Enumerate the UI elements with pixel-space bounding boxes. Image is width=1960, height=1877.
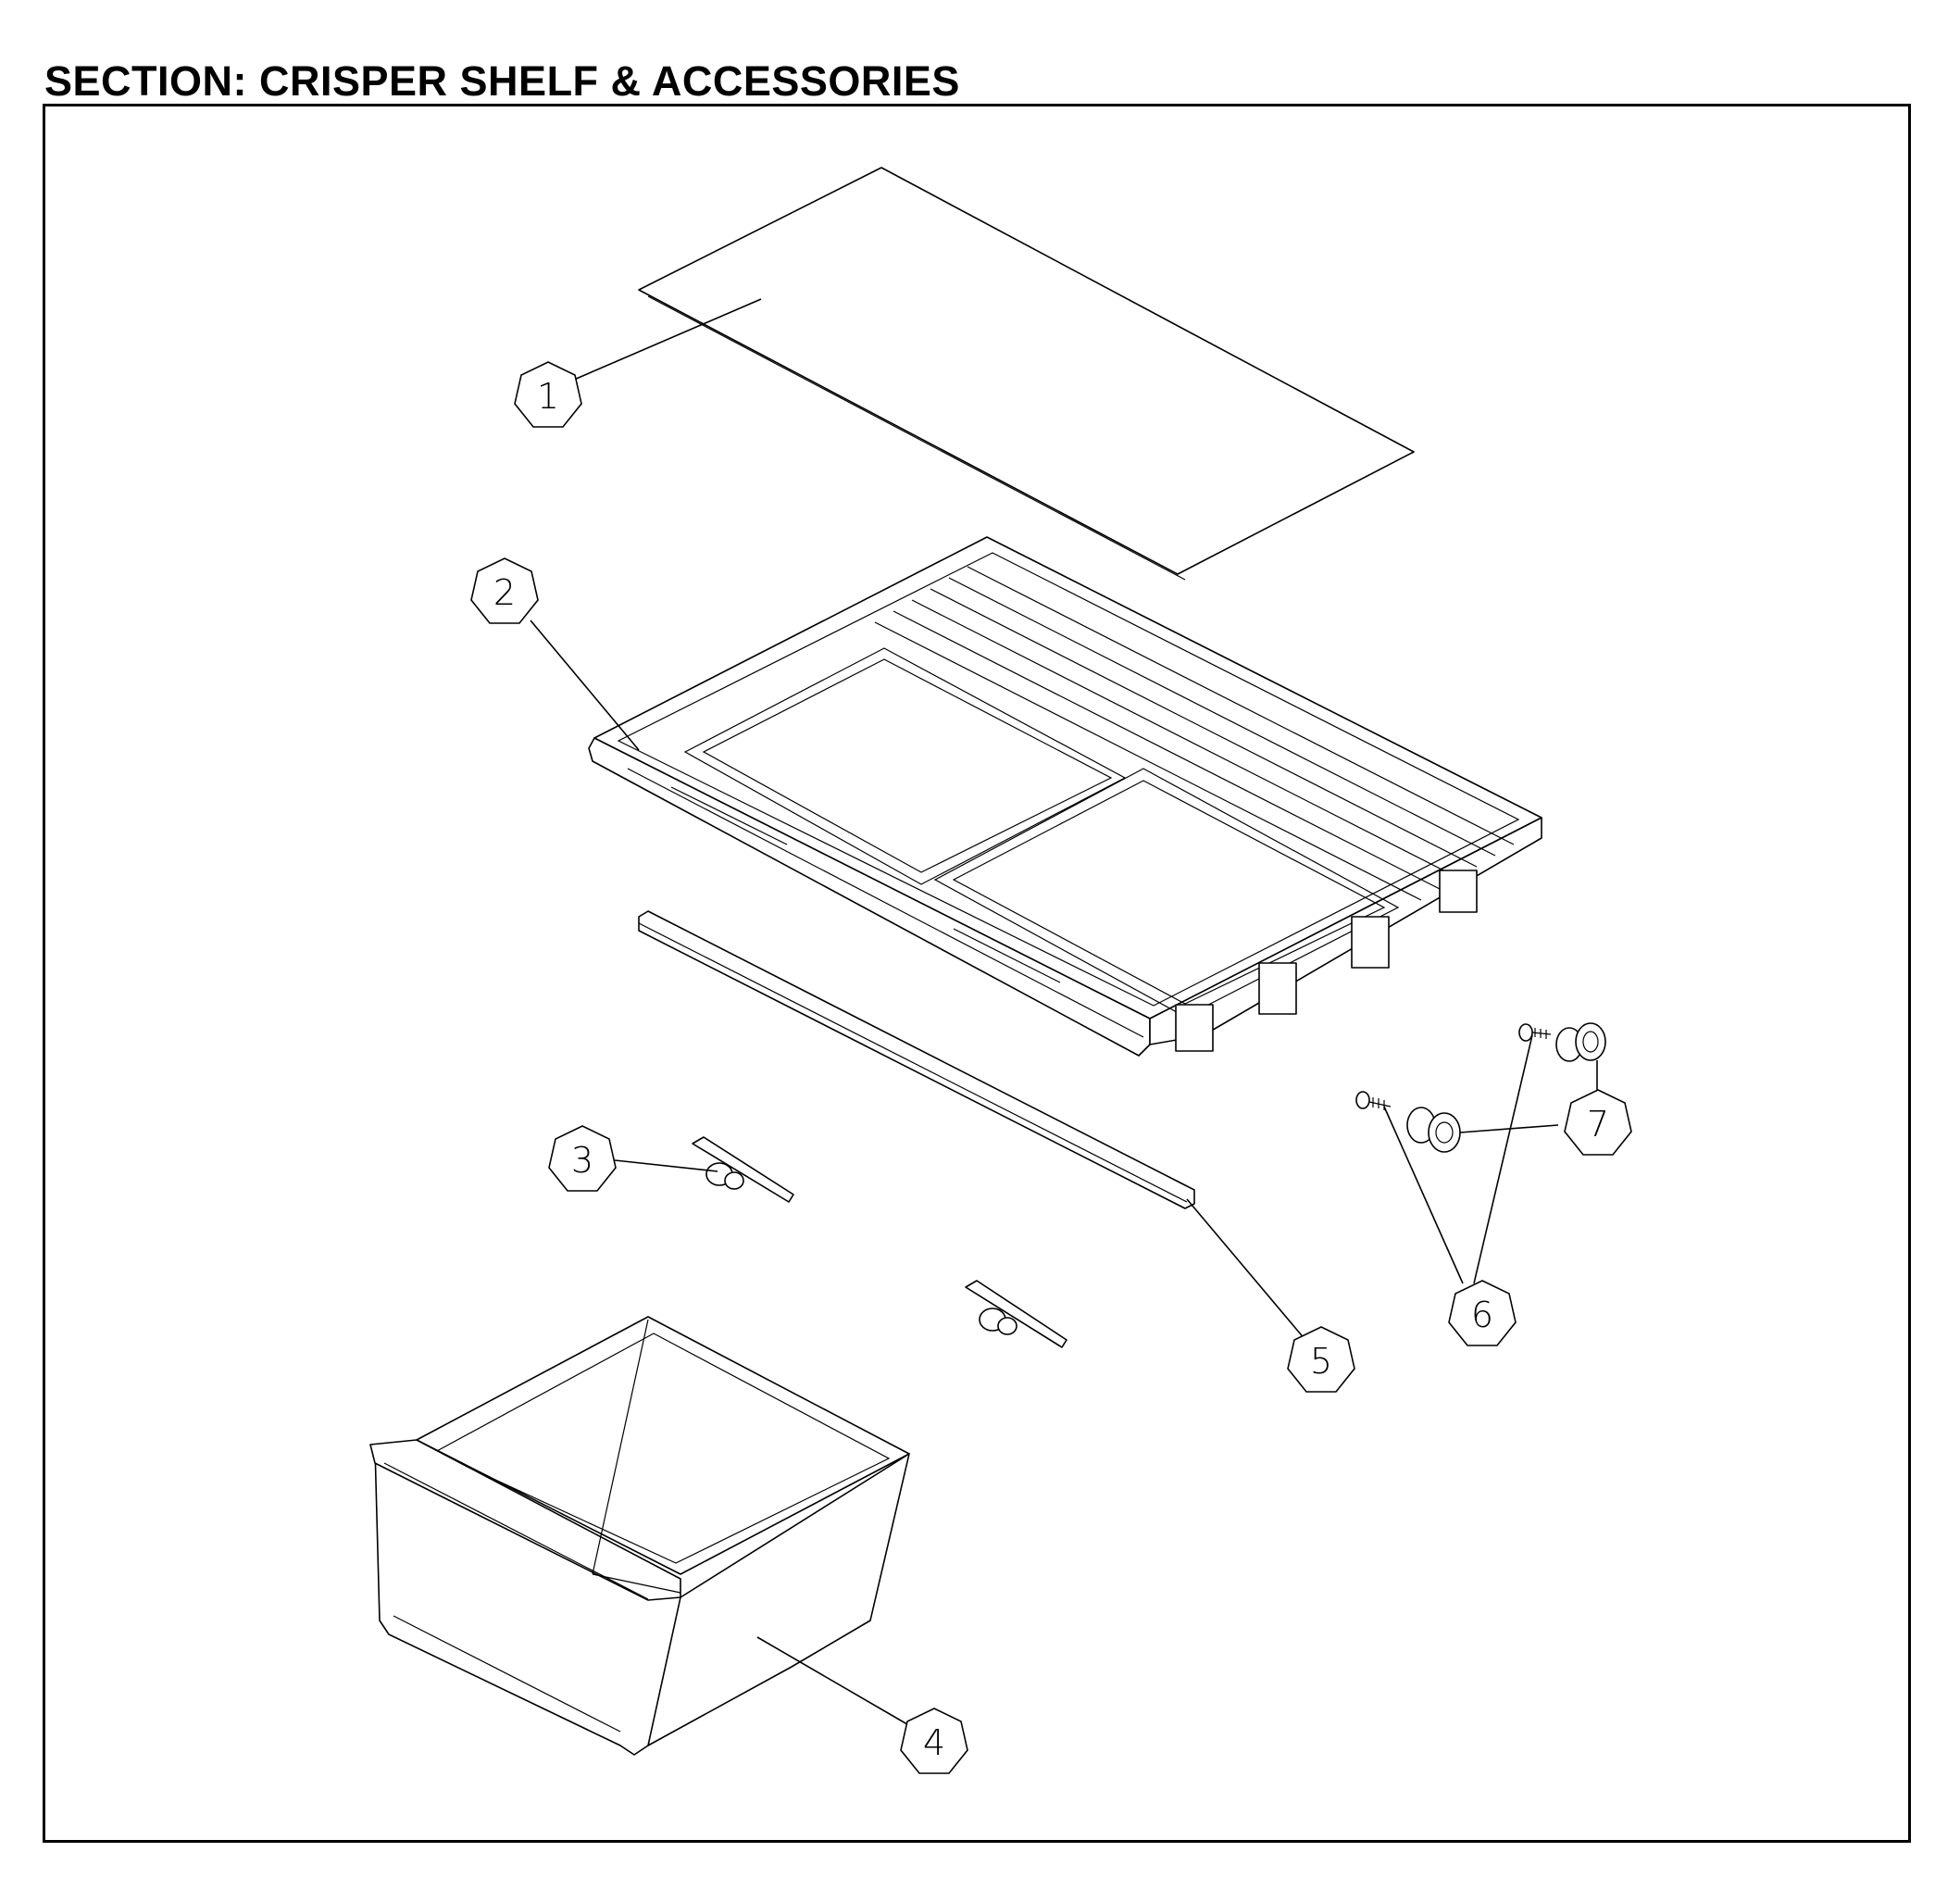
callout-1: 1 bbox=[514, 361, 582, 428]
callout-3: 3 bbox=[548, 1125, 617, 1192]
svg-text:7: 7 bbox=[1587, 1104, 1609, 1145]
leader-6b bbox=[1473, 1034, 1533, 1284]
callout-4: 4 bbox=[900, 1708, 968, 1774]
crisper-shelf-frame bbox=[588, 536, 1542, 1057]
svg-text:4: 4 bbox=[923, 1722, 945, 1763]
front-trim-rail bbox=[638, 910, 1195, 1209]
callout-2: 2 bbox=[470, 557, 539, 624]
glass-shelf-panel bbox=[638, 167, 1415, 581]
callout-5: 5 bbox=[1287, 1326, 1355, 1393]
drawer-roller-left bbox=[692, 1136, 794, 1203]
svg-text:1: 1 bbox=[537, 376, 559, 417]
screw-upper bbox=[1518, 1023, 1552, 1042]
section-title: SECTION: CRISPER SHELF & ACCESSORIES bbox=[44, 57, 960, 105]
callout-6: 6 bbox=[1448, 1280, 1517, 1346]
svg-text:6: 6 bbox=[1471, 1295, 1493, 1335]
svg-text:5: 5 bbox=[1310, 1341, 1332, 1382]
callout-7: 7 bbox=[1564, 1089, 1632, 1156]
cap-lower bbox=[1406, 1107, 1461, 1153]
diagram-frame bbox=[43, 104, 1911, 1843]
drawer-roller-right bbox=[965, 1280, 1067, 1348]
leader-2 bbox=[530, 619, 640, 751]
leader-7a bbox=[1459, 1124, 1559, 1133]
svg-text:3: 3 bbox=[571, 1140, 593, 1181]
leader-6a bbox=[1383, 1106, 1464, 1284]
leader-3 bbox=[614, 1159, 718, 1172]
crisper-drawer bbox=[369, 1316, 910, 1756]
leader-5 bbox=[1186, 1198, 1306, 1341]
cap-upper bbox=[1555, 1022, 1606, 1062]
leader-1 bbox=[573, 298, 762, 381]
leader-4 bbox=[756, 1636, 913, 1728]
svg-text:2: 2 bbox=[493, 572, 516, 613]
screw-lower bbox=[1355, 1091, 1392, 1110]
